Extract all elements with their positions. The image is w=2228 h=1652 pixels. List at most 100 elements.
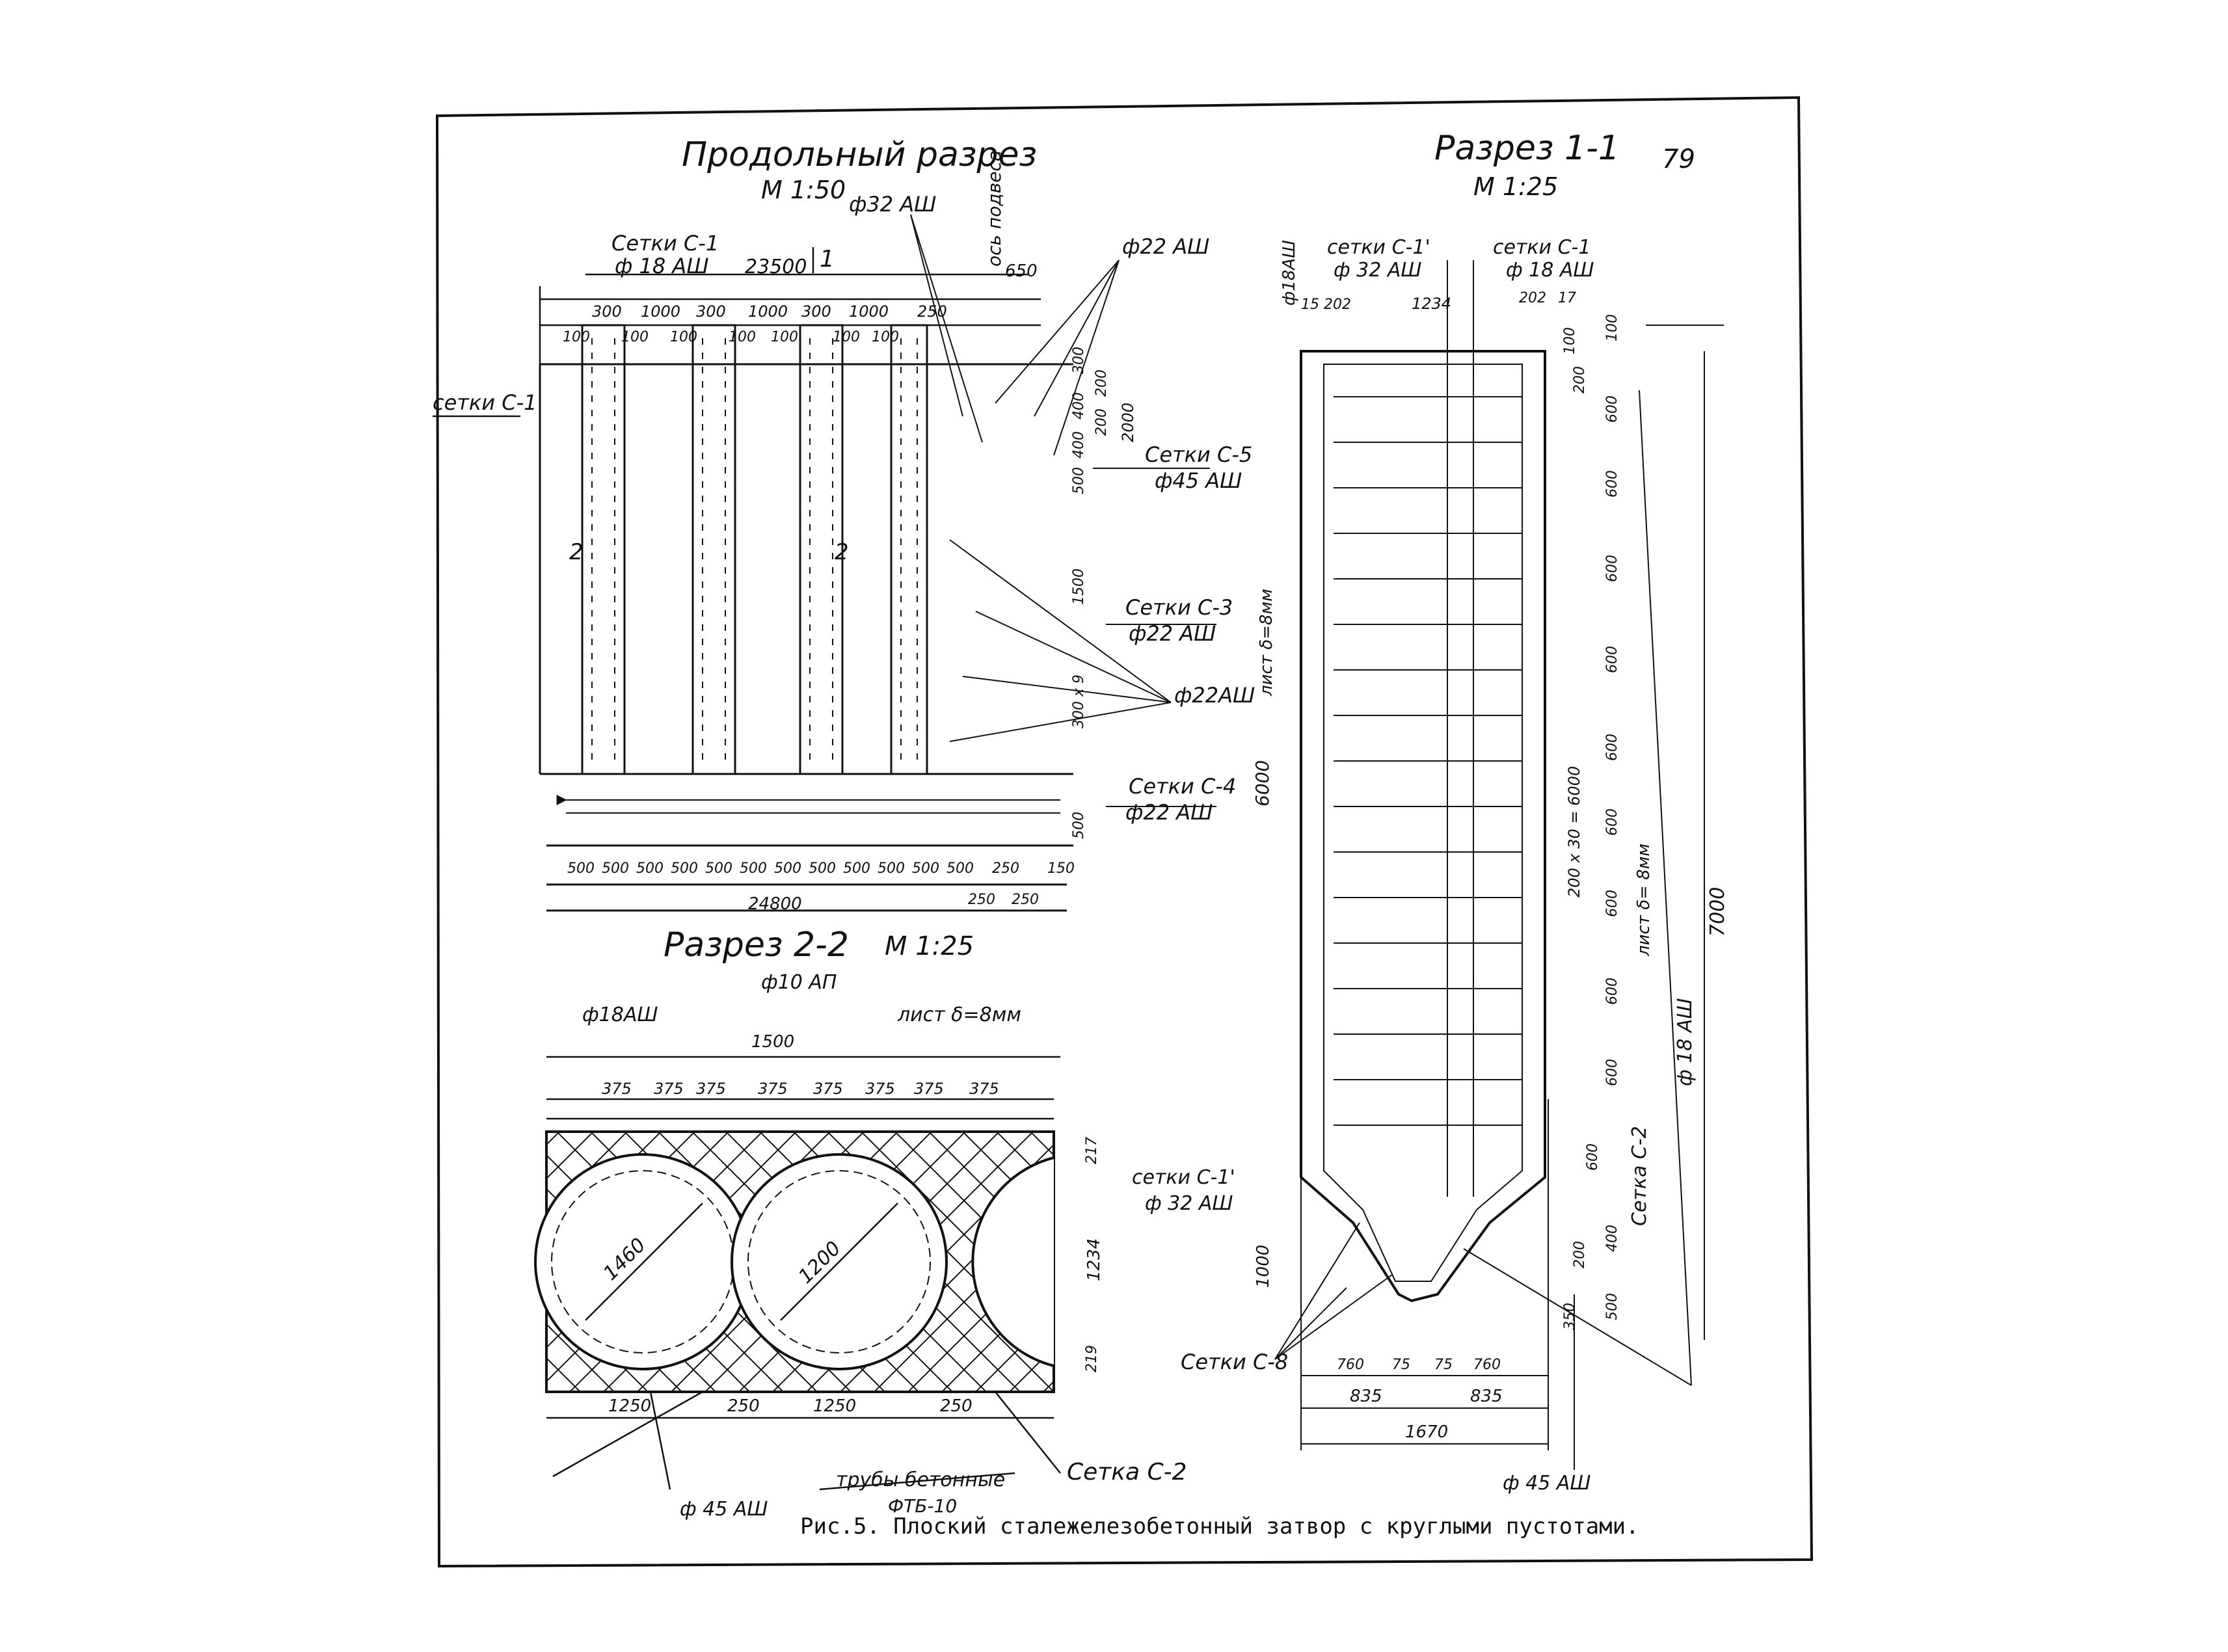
dim-top-total: 23500 (745, 256, 807, 278)
bar-45-label: ф 45 АШ (680, 1498, 768, 1521)
longitudinal-bottom-dims: 500 500 500 500 500 500 500 500 500 500 … (567, 860, 1075, 914)
dim-text: 1250 (608, 1396, 651, 1416)
mesh-c1-label: Сетки С-1 (611, 231, 719, 256)
pipe-voids (534, 1153, 1054, 1370)
dim-text: 100 (771, 329, 798, 345)
longitudinal-scale: М 1:50 (761, 176, 846, 204)
section-11-scale: М 1:25 (1473, 172, 1558, 201)
dim-text: 150 (1047, 860, 1075, 877)
dim-text: 500 (705, 860, 732, 877)
mesh-c3-label: Сетки С-3 (1125, 595, 1233, 620)
dim-text: 375 (813, 1080, 843, 1098)
dim-text: 835 (1470, 1387, 1503, 1406)
dim-text: 300 (801, 302, 831, 321)
mesh-c1-bar: ф 18 АШ (615, 254, 709, 278)
dim-text: 375 (654, 1080, 684, 1098)
dim-text: 24800 (748, 894, 802, 914)
dim-text: 375 (914, 1080, 944, 1098)
dim-text: 250 (940, 1396, 973, 1416)
pipes-code: ФТБ-10 (888, 1495, 957, 1517)
mesh-c4-label: Сетки С-4 (1129, 774, 1236, 799)
dim-text: 219 (1084, 1345, 1100, 1372)
dim-text: 300 (696, 302, 726, 321)
axis-label: ось подвеса (984, 150, 1005, 267)
dim-text: 600 (1604, 734, 1620, 761)
section-22-right-dims: 217 1234 219 (1084, 1137, 1104, 1372)
cut-2-right: 2 (835, 539, 849, 565)
dim-text: 200 (1094, 408, 1110, 436)
bar-45-label: ф 45 АШ (1503, 1472, 1591, 1495)
mesh-c1-bar: ф 18 АШ (1506, 259, 1594, 282)
dim-text: 500 (1071, 812, 1087, 839)
dim-text: 300 (1071, 347, 1087, 374)
longitudinal-rib-hatch (591, 338, 918, 767)
dim-text: 400 (1071, 431, 1087, 459)
mesh-c8-label: Сетки С-8 (1181, 1350, 1288, 1374)
mesh-c2-label: Сетка С-2 (1067, 1459, 1187, 1485)
dim-text: 2000 (1119, 403, 1137, 442)
mesh-c4-bar: ф22 АШ (1125, 800, 1213, 825)
dim-text: 1670 (1405, 1422, 1448, 1442)
dim-text: 600 (1604, 555, 1620, 582)
dim-text: 400 (1071, 392, 1087, 420)
dim-top-total: 1500 (751, 1032, 794, 1052)
page-number: 79 (1662, 144, 1695, 174)
overall-height: 7000 (1706, 887, 1729, 937)
left-height: 6000 (1252, 760, 1273, 806)
dim-text: 75 (1434, 1357, 1453, 1373)
dim-top-row: 300 1000 300 1000 300 1000 250 (592, 302, 947, 321)
mesh-c2-label: Сетка С-2 (1628, 1126, 1651, 1226)
section-11-body (1300, 350, 1546, 1303)
bar-18-right-label: ф 18 АШ (1674, 998, 1697, 1087)
mesh-c1p-bar: ф 32 АШ (1334, 259, 1422, 282)
figure-caption: Рис.5. Плоский сталежелезобетонный затво… (800, 1513, 1639, 1539)
dim-text: 500 (567, 860, 595, 877)
section-11-title: Разрез 1-1 (1434, 129, 1620, 168)
mesh-c1p-bar: ф 32 АШ (1145, 1192, 1233, 1215)
dim-text: 100 (1562, 327, 1578, 354)
dim-text: 200 x 30 = 6000 (1565, 766, 1583, 898)
section-2-2: Разрез 2-2 М 1:25 ф10 АП ф18АШ лист δ=8м… (534, 926, 1235, 1521)
bar-32-label: ф32 АШ (849, 192, 936, 217)
dim-text: 250 (968, 892, 995, 908)
dim-text: 375 (758, 1080, 788, 1098)
mesh-c1-label: сетки С-1 (1493, 236, 1590, 259)
dim-text: 250 (727, 1396, 760, 1416)
dim-text: 100 (872, 329, 899, 345)
dim-text: 250 (917, 302, 947, 321)
dim-text: 500 (809, 860, 836, 877)
dim-text: 75 (1392, 1357, 1410, 1373)
dim-text: 300 x 9 (1071, 674, 1087, 728)
dim-text: 600 (1604, 1059, 1620, 1086)
section-1-1: Разрез 1-1 М 1:25 сетки С-1' ф 32 АШ сет… (1181, 129, 1729, 1495)
sheet-right-label: лист δ= 8мм (1634, 844, 1654, 957)
dim-sub-row: 100 100 100 100 100 100 100 (563, 329, 899, 345)
dim-text: 600 (1604, 395, 1620, 423)
dim-text: 500 (774, 860, 801, 877)
dim-text: 500 (843, 860, 870, 877)
dim-text: 500 (878, 860, 905, 877)
dim-text: 1000 (641, 302, 680, 321)
longitudinal-body (539, 363, 1073, 912)
section-22-bottom-dims: 1250 250 1250 250 (608, 1396, 973, 1416)
dim-text: 375 (865, 1080, 895, 1098)
dim-text: 1000 (849, 302, 889, 321)
pipes-label: трубы бетонные (836, 1469, 1005, 1491)
dim-text: 300 (592, 302, 622, 321)
mesh-c5-label: Сетки С-5 (1145, 442, 1252, 467)
dim-text: 600 (1604, 808, 1620, 836)
mesh-c5-bar: ф45 АШ (1155, 468, 1242, 493)
dim-text: 100 (833, 329, 860, 345)
longitudinal-leaders (910, 214, 1216, 807)
dim-text: 1500 (1071, 568, 1087, 605)
section-11-bottom-dims: 760 75 75 760 835 835 1670 (1337, 1357, 1503, 1442)
bar-18-left-label: ф18АШ (1280, 240, 1299, 306)
longitudinal-right-dims: 300 200 400 200 400 500 2000 1500 300 x … (1071, 347, 1137, 839)
dim-text: 15 (1301, 297, 1319, 313)
section-11-right-dims: 200 600 600 600 600 600 600 600 600 600 … (1562, 366, 1620, 1330)
dim-top-row: 375 375 375 375 375 375 375 375 (602, 1080, 999, 1098)
longitudinal-bottom-bars (556, 795, 1060, 814)
dim-text: 1250 (813, 1396, 856, 1416)
dim-text: 500 (912, 860, 939, 877)
